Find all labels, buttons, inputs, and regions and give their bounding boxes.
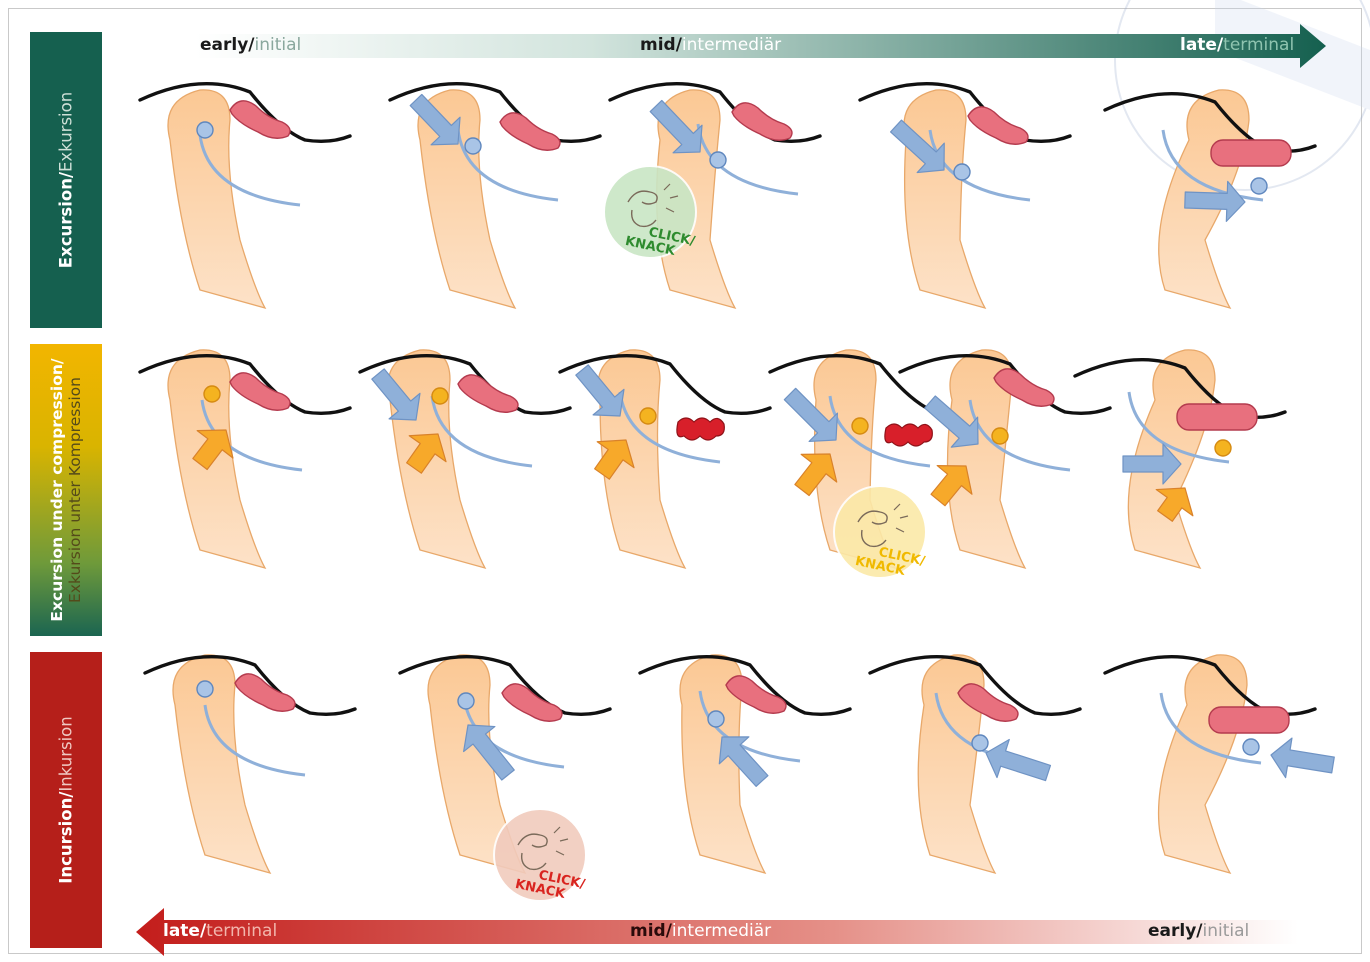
- condyle-center-dot: [992, 428, 1008, 444]
- condyle-center-dot: [708, 711, 724, 727]
- condyle-center-dot: [710, 152, 726, 168]
- jaw-panel: [390, 84, 600, 308]
- jaw-panel: [1105, 655, 1334, 873]
- condyle-center-dot: [852, 418, 868, 434]
- condyle-center-dot: [1251, 178, 1267, 194]
- jaw-panel: [1075, 350, 1285, 568]
- disc: [1211, 140, 1291, 166]
- condyle-center-dot: [432, 388, 448, 404]
- jaw-panel: [870, 655, 1080, 873]
- jaw-panel: [145, 655, 355, 873]
- condyle-center-dot: [972, 735, 988, 751]
- condyle-center-dot: [204, 386, 220, 402]
- condyle-center-dot: [954, 164, 970, 180]
- disc-deformed: [885, 424, 932, 446]
- jaw-panel: [360, 350, 570, 568]
- jaw-panel: [1105, 90, 1315, 308]
- panels: CLICK/KNACK CLICK/KNACK CLICK/KNACK: [140, 84, 1334, 903]
- jaw-panel: [140, 84, 350, 308]
- disc: [458, 375, 518, 412]
- disc-deformed: [677, 418, 724, 440]
- condyle-center-dot: [1215, 440, 1231, 456]
- click-badge: CLICK/KNACK: [494, 809, 587, 902]
- disc: [968, 107, 1028, 144]
- top-mid-label: mid/intermediär: [640, 35, 781, 55]
- click-badge: CLICK/KNACK: [834, 486, 927, 579]
- condyle-center-dot: [1243, 739, 1259, 755]
- condyle-center-dot: [197, 122, 213, 138]
- top-early-label: early/initial: [200, 35, 301, 55]
- click-badge: CLICK/KNACK: [604, 166, 697, 259]
- jaw-panel: [560, 350, 770, 568]
- condyle-shape: [918, 655, 995, 873]
- condyle-center-dot: [640, 408, 656, 424]
- top-late-label: late/terminal: [1180, 35, 1294, 55]
- bottom-mid-label: mid/intermediär: [630, 921, 771, 941]
- jaw-panel: [640, 655, 850, 873]
- jaw-panel: [140, 350, 350, 568]
- bottom-late-label: late/terminal: [163, 921, 277, 941]
- movement-arrow-blue: [1271, 738, 1334, 777]
- condyle-center-dot: [458, 693, 474, 709]
- disc: [500, 113, 560, 150]
- jaw-panel: CLICK/KNACK: [604, 84, 820, 308]
- disc: [1209, 707, 1289, 733]
- movement-arrow-blue: [986, 739, 1050, 780]
- jaw-panel: CLICK/KNACK: [400, 655, 610, 902]
- condyle-center-dot: [465, 138, 481, 154]
- condyle-center-dot: [197, 681, 213, 697]
- bottom-early-label: early/initial: [1148, 921, 1249, 941]
- disc: [1177, 404, 1257, 430]
- jaw-panel: [900, 350, 1110, 568]
- jaw-panel: [860, 84, 1070, 308]
- disc: [732, 103, 792, 140]
